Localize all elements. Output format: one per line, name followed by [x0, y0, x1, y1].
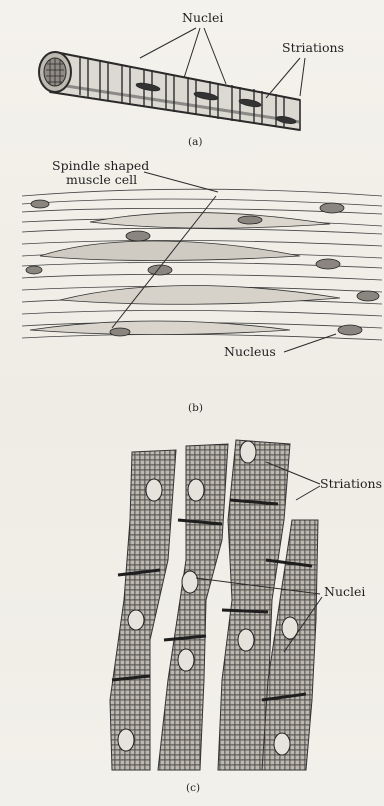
caption-c: (c) — [186, 782, 200, 794]
label-nucleus-b: Nucleus — [224, 344, 276, 359]
caption-b: (b) — [188, 402, 203, 414]
label-nuclei-c: Nuclei — [324, 584, 365, 599]
caption-a: (a) — [188, 136, 202, 148]
smooth-muscle-drawing — [22, 189, 382, 340]
label-spindle-line2: muscle cell — [66, 172, 137, 187]
label-nuclei-a: Nuclei — [182, 10, 223, 25]
skeletal-fiber-drawing — [39, 52, 300, 130]
label-striations-c: Striations — [320, 476, 382, 491]
label-spindle-line1: Spindle shaped — [52, 158, 149, 173]
label-striations-a: Striations — [282, 40, 344, 55]
cardiac-muscle-drawing — [110, 440, 318, 770]
